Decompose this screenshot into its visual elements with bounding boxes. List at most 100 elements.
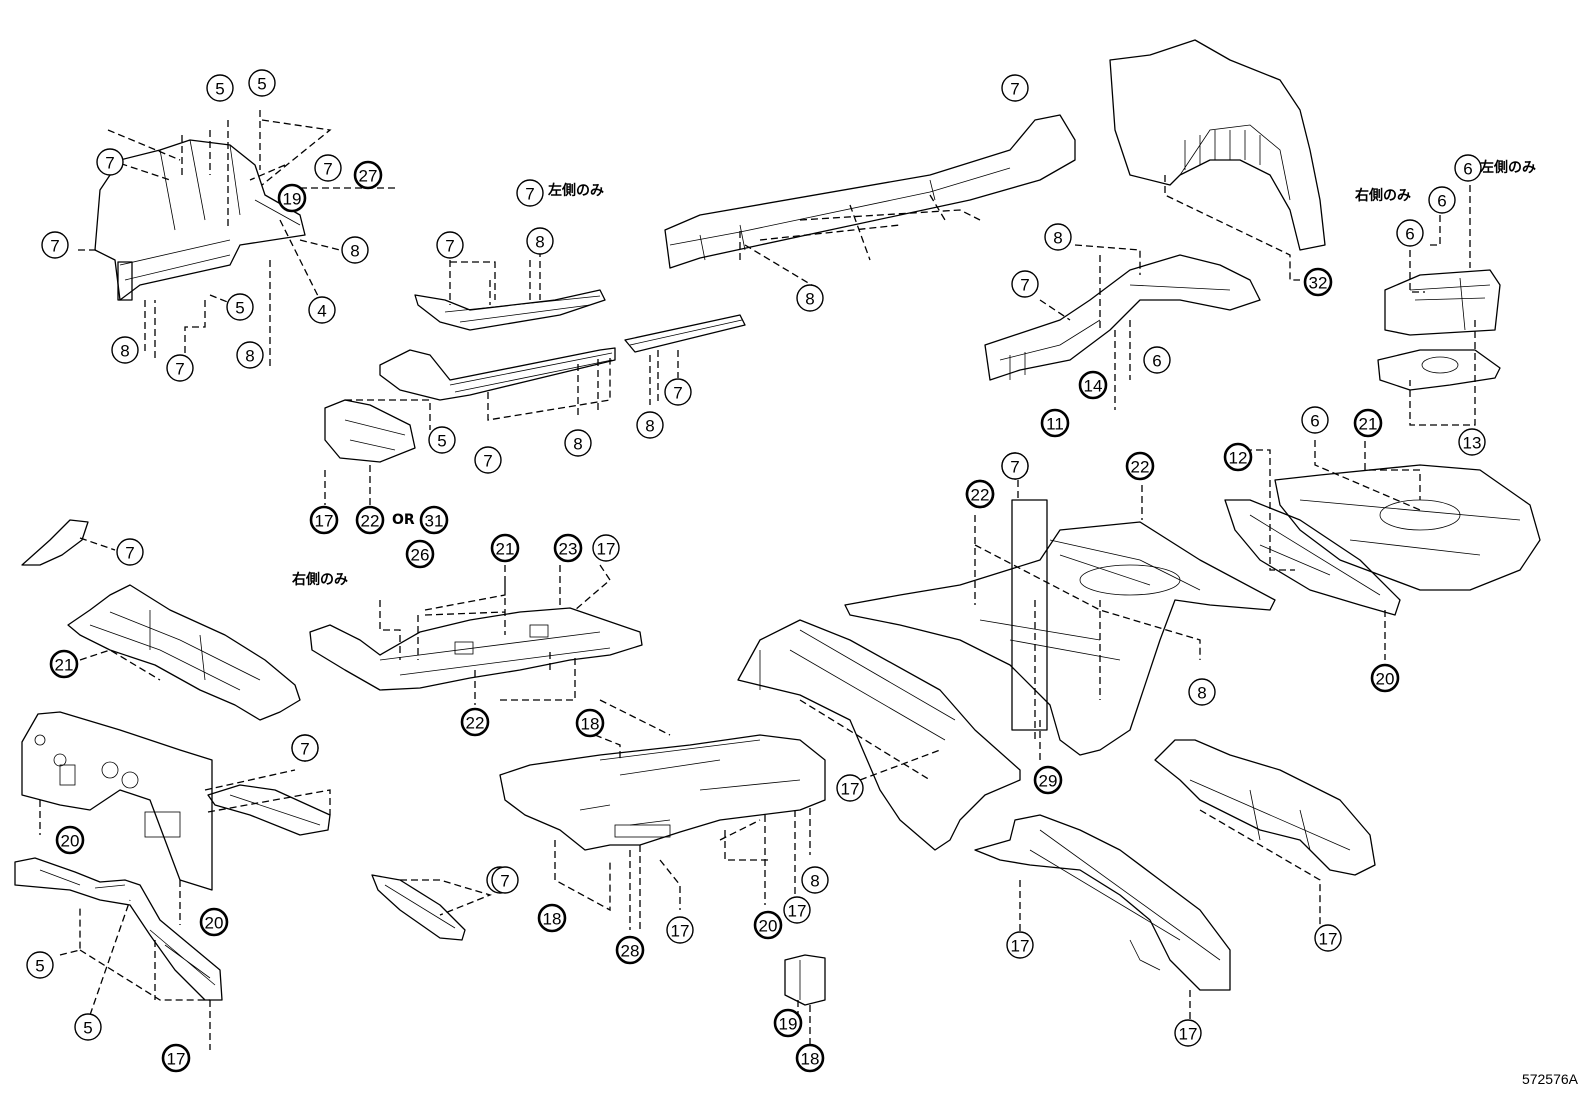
callout-circle [553,533,583,563]
callout-circle [1353,408,1383,438]
callout-number: 6 [1310,412,1319,431]
rear-floor-pan [844,521,1276,756]
callout-circle [801,866,829,894]
callout-number: 19 [283,190,302,209]
callout-circle [666,916,694,944]
callout-circle [405,539,435,569]
callout-number: 8 [805,290,814,309]
callout-22: 22 [965,479,995,509]
rocker-reinforcement [624,314,746,353]
callout-number: 7 [175,360,184,379]
callout-number: 17 [1011,937,1030,956]
callout-8: 8 [111,336,139,364]
callout-number: 21 [496,540,515,559]
callout-8: 8 [526,227,554,255]
note-right-only-2: 右側のみ [291,571,348,588]
callout-circle [615,935,645,965]
callout-circle [206,74,234,102]
callout-number: 20 [61,832,80,851]
callout-7: 7 [116,538,144,566]
callout-circle [248,69,276,97]
rear-side-member [984,254,1261,381]
callout-18: 18 [537,903,567,933]
rear-panel-upper [1384,269,1501,336]
callout-11: 11 [1040,408,1070,438]
callout-17: 17 [783,896,811,924]
callout-circle [773,1008,803,1038]
callout-circle [436,231,464,259]
callout-8: 8 [1188,678,1216,706]
callout-number: 7 [483,452,492,471]
callout-6: 6 [1428,186,1456,214]
callout-number: 17 [315,512,334,531]
callout-circle [1223,442,1253,472]
callout-27: 27 [353,160,383,190]
rear-wheel-house [1109,39,1326,251]
callout-circle [166,354,194,382]
callout-circle [309,505,339,535]
callout-17: 17 [1174,1019,1202,1047]
note-or: OR [392,512,415,528]
callout-circle [419,505,449,535]
note-right-only-1: 右側のみ [1354,187,1411,204]
callout-circle [355,505,385,535]
callout-23: 23 [553,533,583,563]
callout-22: 22 [355,505,385,535]
callout-number: 17 [841,780,860,799]
callout-number: 8 [1197,684,1206,703]
callout-number: 7 [105,154,114,173]
note-left-only-2: 左側のみ [1479,159,1536,176]
callout-circle [314,154,342,182]
callout-28: 28 [615,935,645,965]
callout-7: 7 [1001,452,1029,480]
callout-circle [526,227,554,255]
callout-circle [116,538,144,566]
callout-circle [1040,408,1070,438]
callout-number: 7 [300,740,309,759]
figure-code: 572576A [1521,1071,1578,1087]
notes: 左側のみ 左側のみ 右側のみ 右側のみ OR [291,159,1536,588]
callout-number: 5 [235,299,244,318]
callout-circle [1006,931,1034,959]
callout-circle [1011,270,1039,298]
callout-21: 21 [490,533,520,563]
callout-number: 7 [673,384,682,403]
callout-circle [783,896,811,924]
callout-number: 7 [445,237,454,256]
callout-number: 17 [1319,930,1338,949]
callout-number: 7 [1010,458,1019,477]
callout-5: 5 [74,1013,102,1041]
callout-number: 14 [1084,377,1103,396]
callout-14: 14 [1078,370,1108,400]
callout-circle [491,866,519,894]
callout-circle [1454,154,1482,182]
callout-circle [1001,452,1029,480]
callout-circle [341,236,369,264]
callout-circle [1078,370,1108,400]
callout-19: 19 [773,1008,803,1038]
callout-7: 7 [436,231,464,259]
callout-7: 7 [474,446,502,474]
callout-17: 17 [666,916,694,944]
callout-20: 20 [199,907,229,937]
dash-panel [21,711,213,891]
callout-number: 7 [323,160,332,179]
callout-5: 5 [206,74,234,102]
front-floor-pan [309,607,643,691]
callout-number: 7 [1020,276,1029,295]
callout-circle [74,1013,102,1041]
callout-6: 6 [1143,346,1171,374]
floor-brace [371,874,466,941]
callout-26: 26 [405,539,435,569]
callout-4: 4 [308,296,336,324]
callout-circle [1314,924,1342,952]
callout-number: 6 [1405,225,1414,244]
callout-circle [55,825,85,855]
callout-17: 17 [836,774,864,802]
callout-8: 8 [564,429,592,457]
callout-circle [1301,406,1329,434]
callout-circle [1396,219,1424,247]
callout-number: 21 [55,656,74,675]
callout-8: 8 [236,341,264,369]
